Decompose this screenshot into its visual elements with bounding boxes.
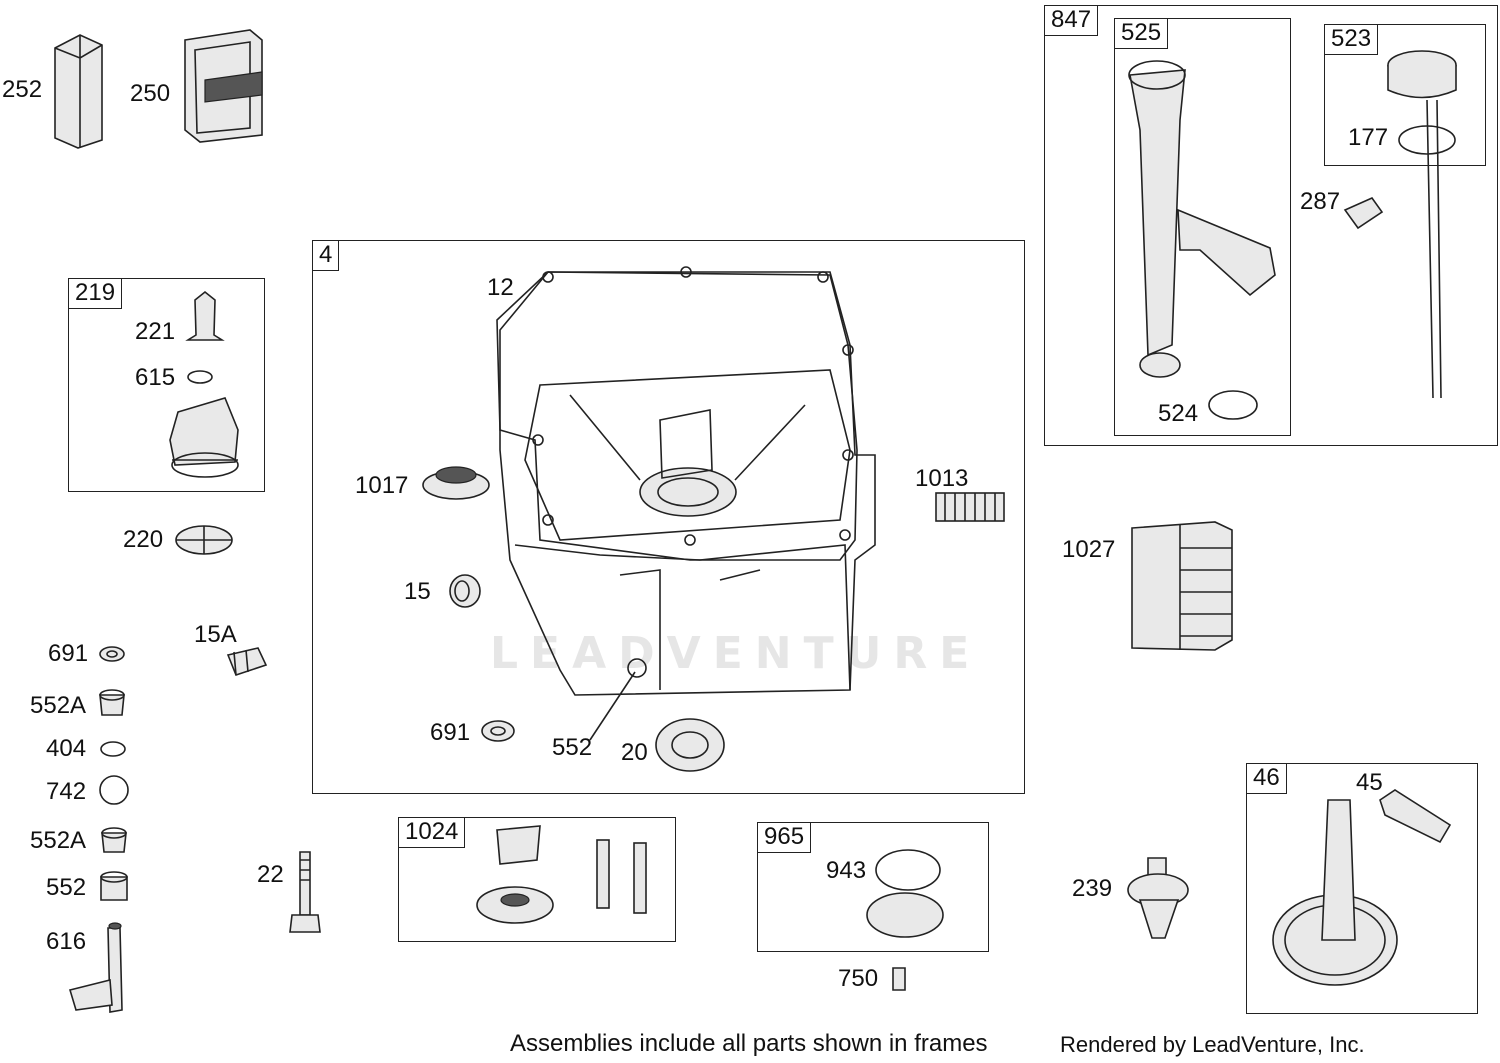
part-15A-drawing (226, 647, 268, 676)
frame-965-tag: 965 (757, 822, 812, 853)
part-label-1027: 1027 (1062, 536, 1116, 563)
frame-847-tag: 847 (1044, 5, 1099, 36)
part-label-239: 239 (1072, 875, 1113, 902)
watermark: LEADVENTURE (490, 628, 982, 679)
part-750-drawing (892, 967, 906, 991)
part-691-frame-drawing (481, 720, 515, 742)
left-small-parts-drawing (68, 646, 129, 1013)
part-15-drawing (449, 574, 481, 608)
part-label-552A-top: 552A (30, 692, 87, 719)
part-label-616: 616 (46, 928, 87, 955)
camshaft-drawing (1272, 789, 1452, 986)
part-label-15A: 15A (194, 621, 237, 648)
frame-4: 4 (312, 240, 1025, 794)
part-label-404: 404 (46, 735, 87, 762)
part-label-45: 45 (1356, 769, 1383, 796)
oil-pump-drawing (476, 825, 647, 924)
frame-525-tag: 525 (1114, 18, 1169, 49)
part-label-12: 12 (487, 274, 514, 301)
frame-46: 46 (1246, 763, 1478, 1014)
frame-523-tag: 523 (1324, 24, 1379, 55)
part-label-615: 615 (135, 364, 176, 391)
part-label-750: 750 (838, 965, 879, 992)
part-label-1017: 1017 (355, 472, 409, 499)
frame-219-tag: 219 (68, 278, 123, 309)
part-219-drawing (169, 290, 239, 478)
dipstick-drawing (1387, 50, 1457, 399)
part-label-15: 15 (404, 578, 431, 605)
part-label-221: 221 (135, 318, 176, 345)
frame-965: 965 (757, 822, 989, 952)
part-239-drawing (1127, 857, 1189, 939)
part-label-20: 20 (621, 739, 648, 766)
part-287-drawing (1343, 197, 1384, 230)
part-22-drawing (289, 851, 321, 933)
part-label-742: 742 (46, 778, 87, 805)
frame-1024-tag: 1024 (398, 817, 466, 848)
frame-46-tag: 46 (1246, 763, 1287, 794)
part-1017-drawing (422, 466, 490, 500)
frame-523: 523 (1324, 24, 1486, 166)
part-label-552A-bottom: 552A (30, 827, 87, 854)
part-label-552-frame: 552 (552, 734, 593, 761)
part-label-691-frame: 691 (430, 719, 471, 746)
part-label-524: 524 (1158, 400, 1199, 427)
part-1027-drawing (1131, 521, 1233, 651)
part-label-552-left: 552 (46, 874, 87, 901)
frame-525: 525 (1114, 18, 1291, 436)
footer-note: Assemblies include all parts shown in fr… (510, 1030, 988, 1057)
frame-847: 847 (1044, 5, 1498, 446)
part-20-drawing (655, 718, 725, 772)
part-label-287: 287 (1300, 188, 1341, 215)
part-label-691-left: 691 (48, 640, 89, 667)
part-250-drawing (184, 29, 263, 143)
part-label-943: 943 (826, 857, 867, 884)
dipstick-tube-drawing (1128, 60, 1276, 420)
frame-4-tag: 4 (312, 240, 340, 271)
part-label-177: 177 (1348, 124, 1389, 151)
footer-credit: Rendered by LeadVenture, Inc. (1060, 1032, 1365, 1057)
part-220-drawing (175, 525, 233, 555)
cover-drawing (866, 849, 944, 938)
part-label-252: 252 (2, 76, 43, 103)
part-label-1013: 1013 (915, 465, 969, 492)
frame-1024: 1024 (398, 817, 676, 942)
part-label-220: 220 (123, 526, 164, 553)
frame-219: 219 (68, 278, 265, 492)
part-252-drawing (54, 34, 103, 149)
part-label-250: 250 (130, 80, 171, 107)
part-label-22: 22 (257, 861, 284, 888)
crankcase-drawing (496, 266, 876, 741)
part-1013-drawing (935, 492, 1005, 522)
